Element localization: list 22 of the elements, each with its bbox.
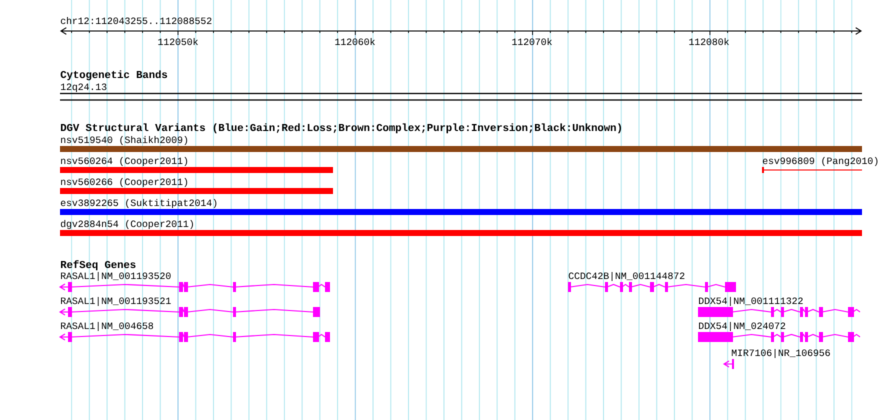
track-heading: DGV Structural Variants (Blue:Gain;Red:Loss;Brown:Complex;Purple:Inversion;Black:Unknown) [60,123,621,134]
feature-label: RASAL1|NM_001193520 [61,272,171,281]
coordinate-label: chr12:112043255..112088552 [60,16,212,24]
tick-label: 112080k [689,38,729,46]
band-label: 12q24.13 [60,84,106,92]
feature-label: MIR7106|NR_106956 [732,348,830,358]
tick-label: 112050k [158,38,198,46]
track-heading: RefSeq Genes [60,260,136,270]
feature-label: RASAL1|NM_001193521 [61,296,171,306]
feature-label: nsv560266 (Cooper2011) [61,178,188,187]
feature-label: esv3892265 (Suktitipat2014) [60,198,216,208]
feature-label: dgv2884n54 (Cooper2011) [60,220,193,229]
tick-label: 112070k [512,38,552,46]
feature-label: esv996809 (Pang2010) [762,156,878,166]
feature-label: CCDC42B|NM_001144872 [568,272,684,281]
feature-label: nsv519540 (Shaikh2009) [61,136,188,145]
track-heading: Cytogenetic Bands [60,70,168,80]
feature-label: nsv560264 (Cooper2011) [61,156,188,166]
feature-label: RASAL1|NM_004658 [61,322,154,331]
tick-label: 112060k [335,38,375,46]
feature-label: DDX54|NM_024072 [699,322,786,331]
feature-label: DDX54|NM_001111322 [699,296,803,306]
